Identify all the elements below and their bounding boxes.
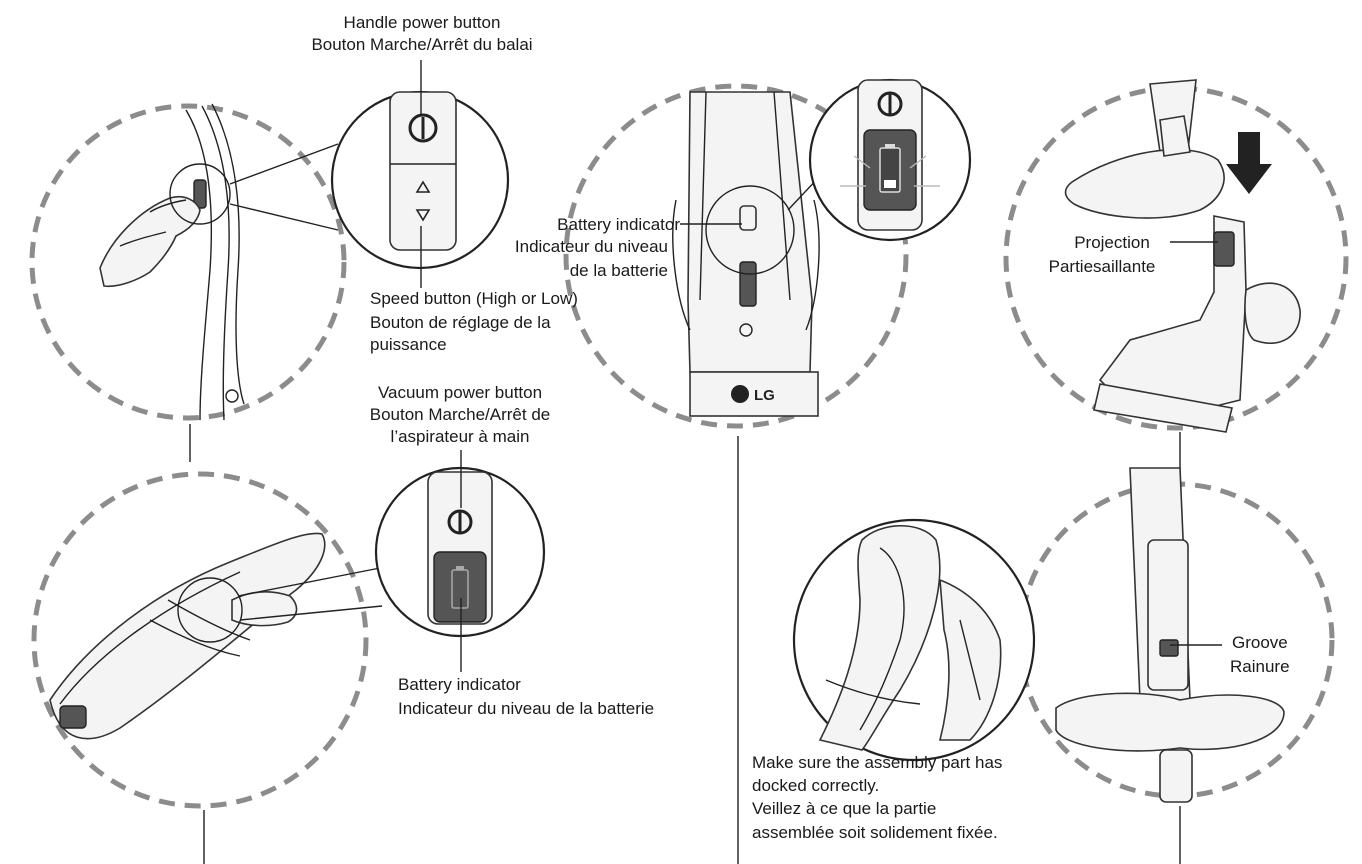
speed-button-label-fr-2: puissance [370,335,447,354]
battery-indicator-mid-label-fr-1: Indicateur du niveau [514,237,668,256]
vacuum-unit-illustration [672,91,820,417]
docking-note-fr-2: assemblée soit solidement fixée. [752,823,998,842]
handle-button-panel [389,91,457,251]
docking-closeup-illustration [818,524,1002,751]
zoom-line [239,605,383,621]
arrow-down-icon [1226,132,1272,194]
zoom-line [237,567,381,597]
detail-circle-handheld [31,471,369,809]
projection-label-en: Projection [1074,233,1150,252]
handheld-vacuum-illustration [49,532,326,740]
battery-indicator-mid-label-fr-2: de la batterie [569,261,668,280]
docking-note-fr-1: Veillez à ce que la partie [752,799,937,818]
detail-circle-handle [29,103,347,421]
handle-power-label-fr: Bouton Marche/Arrêt du balai [311,35,533,54]
zoom-source-circle [177,577,243,643]
brand-logo: LG [754,387,775,404]
battery-indicator-label-fr: Indicateur du niveau de la batterie [398,699,655,718]
groove-illustration [1055,467,1285,803]
projection-illustration [1064,79,1301,433]
docking-note-en-1: Make sure the assembly part has [752,753,1003,772]
zoom-line [229,203,339,231]
battery-indicator-label-en: Battery indicator [398,675,521,694]
speed-button-label-en: Speed button (High or Low) [370,289,578,308]
power-icon [408,113,438,143]
zoom-source-circle [169,163,231,225]
power-icon [877,91,903,117]
projection-label-fr: Partiesaillante [1048,257,1156,276]
power-icon [447,509,473,535]
zoom-source-circle [705,185,795,275]
vacuum-power-label-fr-1: Bouton Marche/Arrêt de [369,405,551,424]
handle-power-label-en: Handle power button [343,13,501,32]
detail-circle-battery [563,83,909,429]
vacuum-power-label-en: Vacuum power button [377,383,543,402]
groove-label-en: Groove [1232,633,1288,652]
triangle-down-icon [415,209,431,222]
handle-illustration [99,103,245,421]
detail-circle-projection [1003,85,1349,431]
docking-note-en-2: docked correctly. [752,776,880,795]
battery-icon [451,566,469,609]
zoom-line [229,143,339,185]
triangle-up-icon [415,180,431,193]
handheld-button-panel [427,471,493,625]
battery-indicator-mid-label-en: Battery indicator [557,215,680,234]
battery-icon [840,144,940,193]
speed-button-label-fr-1: Bouton de réglage de la [370,313,551,332]
groove-label-fr: Rainure [1230,657,1290,676]
vacuum-power-label-fr-2: l’aspirateur à main [390,427,530,446]
